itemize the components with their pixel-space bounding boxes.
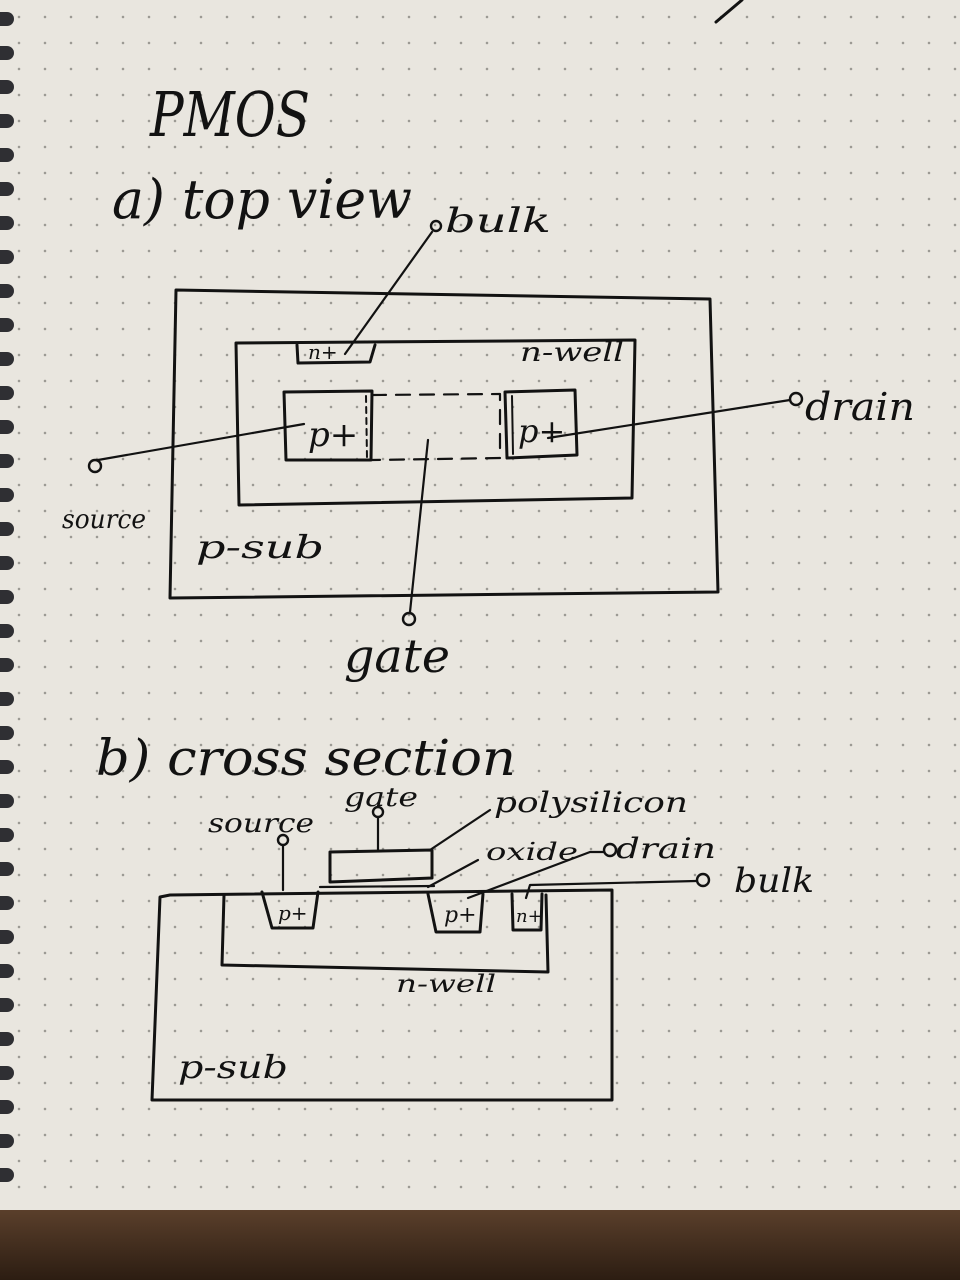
top-source-label: source: [62, 505, 146, 535]
spiral-ring: [0, 1168, 14, 1182]
top-nwell-label: n-well: [520, 338, 624, 368]
cs-bulk-leader: [524, 879, 698, 900]
spiral-ring: [0, 148, 14, 162]
cs-psub-label: p-sub: [178, 1048, 288, 1086]
spiral-ring: [0, 12, 14, 26]
cs-bulk-label: bulk: [734, 861, 814, 901]
spiral-ring: [0, 692, 14, 706]
top-psub-label: p-sub: [196, 528, 324, 566]
top-source-terminal-circle: [87, 458, 103, 474]
cs-drain-terminal-circle: [602, 842, 618, 858]
spiral-ring: [0, 862, 14, 876]
spiral-ring: [0, 964, 14, 978]
spiral-ring: [0, 760, 14, 774]
spiral-ring: [0, 182, 14, 196]
cs-gate-terminal-circle: [371, 805, 385, 819]
cs-bulk-terminal-circle: [695, 872, 711, 888]
cs-drain-leader: [466, 850, 606, 900]
top-pplus-right-label: p+: [518, 412, 565, 450]
cs-pplus-right-label: p+: [444, 903, 477, 928]
cs-polysilicon-label: polysilicon: [494, 786, 688, 819]
cs-drain-label: drain: [616, 832, 716, 865]
spiral-ring: [0, 658, 14, 672]
top-psub-outline: [168, 288, 720, 600]
top-drain-label: drain: [805, 385, 915, 429]
cs-oxide-leader: [426, 858, 480, 889]
spiral-ring: [0, 488, 14, 502]
top-gate-terminal-circle: [401, 611, 417, 627]
cs-gate-poly-block: [328, 848, 434, 884]
top-pplus-right-inner-edge: [511, 395, 514, 455]
spiral-ring: [0, 590, 14, 604]
cs-pplus-left-box: [260, 890, 320, 930]
stray-mark: [714, 0, 744, 24]
top-pplus-left-label: p+: [308, 415, 358, 455]
top-drain-wire: [546, 398, 792, 440]
top-gate-label: gate: [344, 629, 450, 683]
spiral-ring: [0, 386, 14, 400]
spiral-ring: [0, 46, 14, 60]
cs-nwell-label: n-well: [396, 970, 496, 998]
top-gate-wire: [408, 438, 430, 614]
cs-gate-label: gate: [344, 783, 418, 813]
spiral-ring: [0, 998, 14, 1012]
cs-pplus-left-label: p+: [278, 901, 308, 925]
desk-surface: [0, 1210, 960, 1280]
cs-source-terminal-circle: [276, 833, 290, 847]
spiral-ring: [0, 216, 14, 230]
spiral-ring: [0, 794, 14, 808]
top-gate-left-edge: [365, 395, 368, 459]
cs-oxide-line: [318, 884, 436, 889]
top-bulk-terminal-circle: [429, 219, 443, 233]
spiral-ring: [0, 284, 14, 298]
cs-nplus-box: [510, 892, 544, 932]
spiral-ring: [0, 454, 14, 468]
spiral-ring: [0, 1066, 14, 1080]
spiral-ring: [0, 420, 14, 434]
spiral-ring: [0, 556, 14, 570]
cs-polysilicon-leader: [428, 808, 492, 852]
spiral-binding: [0, 12, 14, 1182]
cs-oxide-label: oxide: [486, 838, 578, 866]
cs-pplus-right-box: [426, 892, 485, 934]
top-drain-terminal-circle: [788, 391, 804, 407]
spiral-ring: [0, 80, 14, 94]
spiral-ring: [0, 114, 14, 128]
spiral-ring: [0, 250, 14, 264]
top-gate-region: [370, 392, 502, 462]
top-nplus-label: n+: [308, 340, 338, 364]
spiral-ring: [0, 352, 14, 366]
top-source-wire: [96, 422, 306, 462]
top-bulk-label: bulk: [445, 201, 551, 241]
top-bulk-wire: [343, 230, 434, 356]
spiral-ring: [0, 726, 14, 740]
top-view-heading: a) top view: [112, 168, 412, 231]
top-pplus-right-box: [503, 388, 579, 460]
spiral-ring: [0, 896, 14, 910]
spiral-ring: [0, 624, 14, 638]
cs-source-label: source: [208, 809, 314, 839]
cross-section-heading: b) cross section: [96, 729, 516, 787]
spiral-ring: [0, 318, 14, 332]
spiral-ring: [0, 1100, 14, 1114]
page-title: PMOS: [149, 78, 310, 151]
spiral-ring: [0, 1032, 14, 1046]
spiral-ring: [0, 828, 14, 842]
spiral-ring: [0, 1134, 14, 1148]
cs-nwell-outline: [220, 893, 550, 974]
notebook-page: [0, 0, 960, 1210]
cs-nplus-label: n+: [516, 906, 543, 927]
top-nwell-outline: [234, 338, 637, 507]
cs-psub-outline: [150, 888, 614, 1102]
top-nplus-box: [295, 343, 377, 365]
spiral-ring: [0, 522, 14, 536]
spiral-ring: [0, 930, 14, 944]
